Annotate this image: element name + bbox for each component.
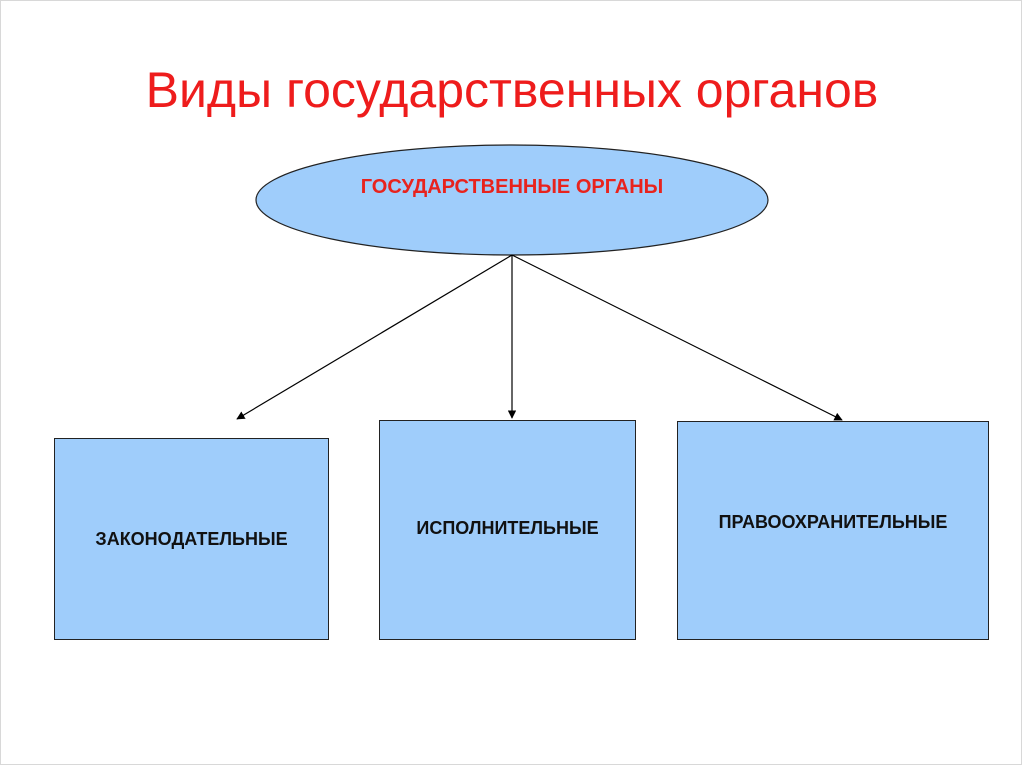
root-node-label: ГОСУДАРСТВЕННЫЕ ОРГАНЫ: [360, 176, 664, 198]
node-law-enforcement[interactable]: ПРАВООХРАНИТЕЛЬНЫЕ: [677, 421, 989, 640]
node-executive[interactable]: ИСПОЛНИТЕЛЬНЫЕ: [379, 420, 636, 640]
node-law-enforcement-label: ПРАВООХРАНИТЕЛЬНЫЕ: [718, 512, 948, 532]
node-legislative[interactable]: ЗАКОНОДАТЕЛЬНЫЕ: [54, 438, 329, 640]
edge-root-to-legislative: [236, 254, 513, 420]
slide-title: Виды государственных органов: [145, 62, 879, 118]
node-legislative-label: ЗАКОНОДАТЕЛЬНЫЕ: [95, 529, 288, 549]
node-executive-label: ИСПОЛНИТЕЛЬНЫЕ: [416, 518, 599, 538]
edge-root-to-enforcement: [511, 254, 843, 421]
